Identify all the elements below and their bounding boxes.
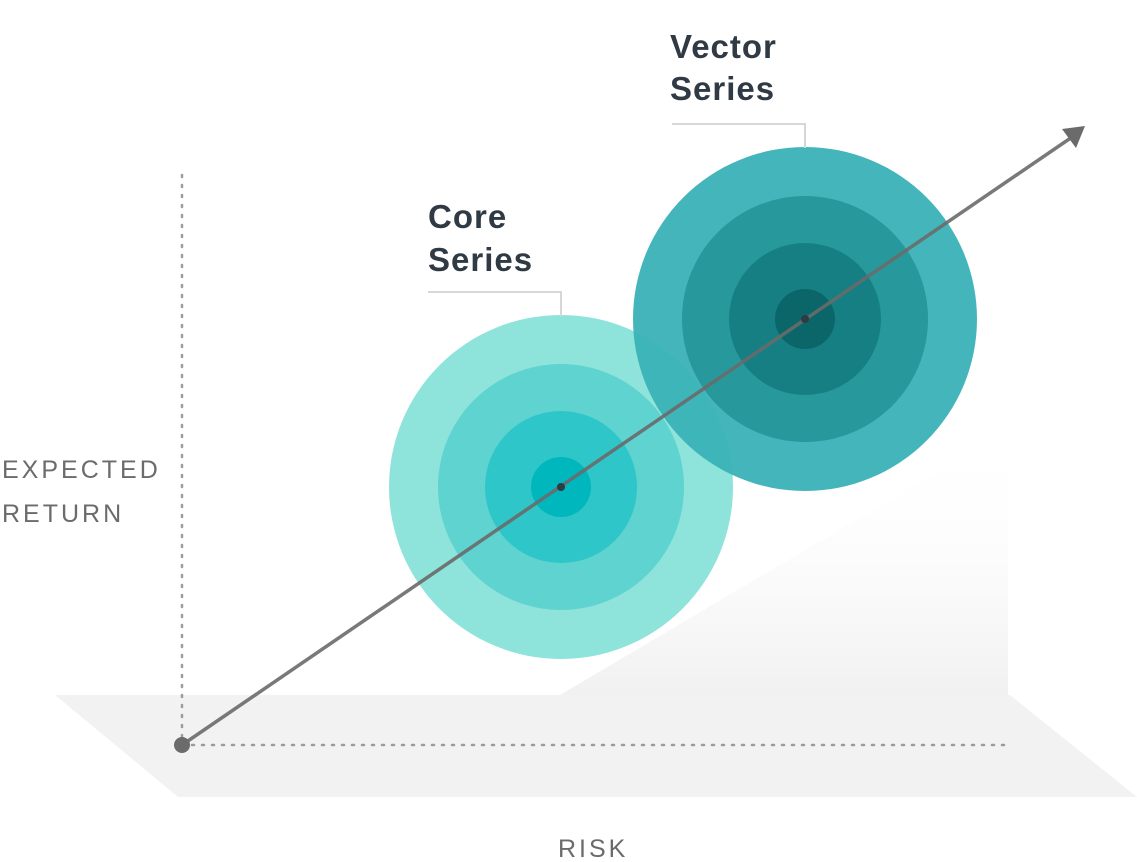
back-wall [560,430,1008,695]
vector-leader-line [672,123,806,148]
arrow-head [1062,126,1085,148]
vector-center-dot [801,315,809,323]
y-axis-label-line2: RETURN [2,500,124,528]
core-label-line1: Core [428,198,507,235]
core-leader-line [428,291,562,316]
floor-plane [55,695,1137,797]
x-axis-label: RISK [558,835,628,862]
y-axis-label-line1: EXPECTED [2,456,161,484]
vector-label-line1: Vector [670,28,777,65]
vector-label-line2: Series [670,70,775,107]
core-label-line2: Series [428,241,533,278]
origin-dot [174,737,190,753]
risk-return-arrow [181,131,1080,747]
core-center-dot [557,483,565,491]
